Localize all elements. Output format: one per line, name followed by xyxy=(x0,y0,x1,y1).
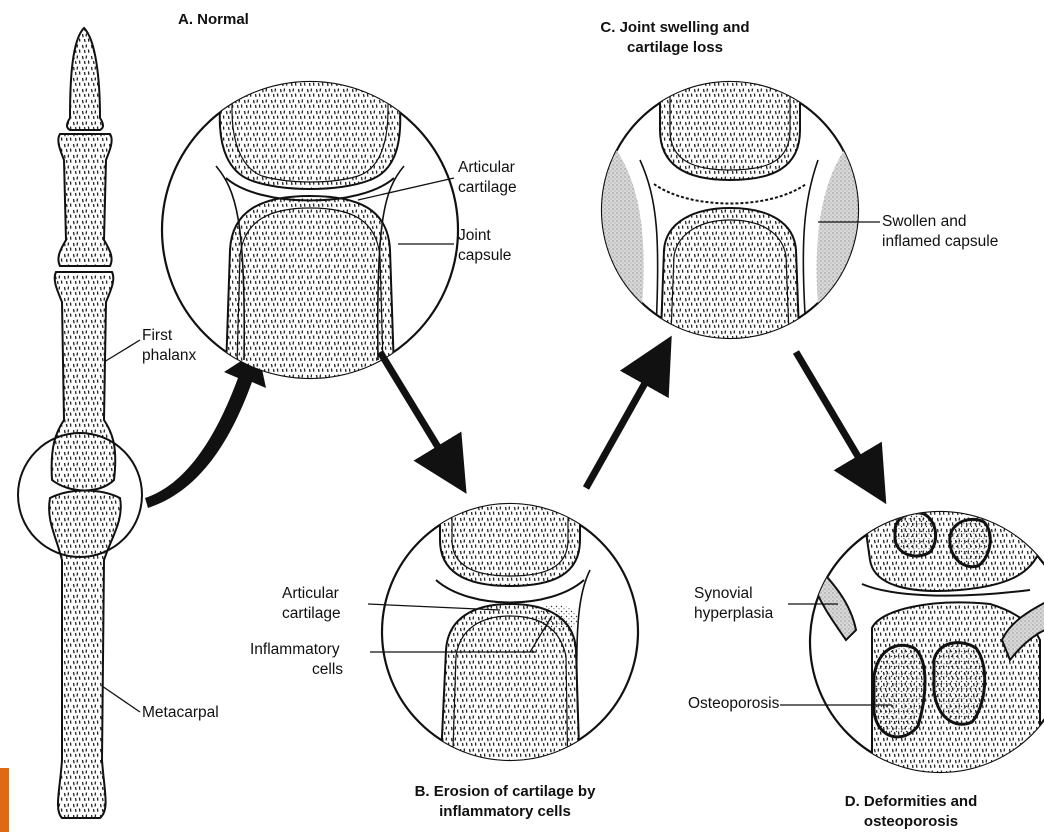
leader-metacarpal xyxy=(102,686,140,712)
label-b-cells-line-2: cells xyxy=(250,660,343,680)
panel-d-title: D. Deformities and osteoporosis xyxy=(796,792,1026,832)
label-a-capsule-line-2: capsule xyxy=(458,246,511,266)
first-phalanx-bone xyxy=(52,272,116,491)
label-b-articular-line-1: Articular xyxy=(282,584,341,604)
panel-d-title-line-2: osteoporosis xyxy=(796,812,1026,832)
finger-illustration xyxy=(49,28,121,818)
label-b-cells-line-1: Inflammatory xyxy=(250,640,343,660)
leader-first-phalanx xyxy=(104,340,140,362)
label-b-articular-line-2: cartilage xyxy=(282,604,341,624)
accent-bar xyxy=(0,768,9,832)
label-d-synovial-hyperplasia: Synovial hyperplasia xyxy=(694,584,773,624)
panel-b-title: B. Erosion of cartilage by inflammatory … xyxy=(370,782,640,822)
label-d-osteoporosis: Osteoporosis xyxy=(688,694,779,714)
panel-c-swelling xyxy=(600,60,880,360)
label-metacarpal: Metacarpal xyxy=(142,703,219,723)
panel-c-title: C. Joint swelling and cartilage loss xyxy=(560,18,790,58)
arrow-a-to-b xyxy=(380,352,452,470)
osteoporotic-cavity-upper-1 xyxy=(895,513,936,556)
metacarpal-bone xyxy=(49,491,121,819)
panel-d-deformity xyxy=(780,490,1044,790)
panel-a-normal-joint xyxy=(162,60,458,400)
zoom-arrow xyxy=(145,350,266,508)
label-d-synovial-line-1: Synovial xyxy=(694,584,773,604)
panel-d-title-line-1: D. Deformities and xyxy=(796,792,1026,812)
label-a-articular-line-2: cartilage xyxy=(458,178,517,198)
panel-b-title-line-2: inflammatory cells xyxy=(370,802,640,822)
osteoporotic-cavity-lower-1 xyxy=(874,645,925,737)
arrow-b-to-c xyxy=(586,360,658,488)
label-first-phalanx-line-2: phalanx xyxy=(142,346,196,366)
label-b-inflammatory-cells: Inflammatory cells xyxy=(250,640,343,680)
inflammatory-cell-cluster xyxy=(534,605,578,631)
distal-phalanx xyxy=(67,28,103,130)
label-first-phalanx-line-1: First xyxy=(142,326,196,346)
label-a-articular-line-1: Articular xyxy=(458,158,517,178)
osteoporotic-cavity-upper-2 xyxy=(950,519,990,566)
label-c-swollen-line-2: inflamed capsule xyxy=(882,232,998,252)
middle-phalanx xyxy=(58,134,111,266)
label-a-capsule-line-1: Joint xyxy=(458,226,511,246)
label-b-articular-cartilage: Articular cartilage xyxy=(282,584,341,624)
panel-c-title-line-1: C. Joint swelling and xyxy=(560,18,790,38)
arrow-c-to-d xyxy=(796,352,872,480)
panel-c-title-line-2: cartilage loss xyxy=(560,38,790,58)
label-a-joint-capsule: Joint capsule xyxy=(458,226,511,266)
label-a-articular-cartilage: Articular cartilage xyxy=(458,158,517,198)
label-first-phalanx: First phalanx xyxy=(142,326,196,366)
panel-b-title-line-1: B. Erosion of cartilage by xyxy=(370,782,640,802)
osteoporotic-cavity-lower-2 xyxy=(934,643,985,725)
panel-a-title: A. Normal xyxy=(178,10,249,30)
label-d-synovial-line-2: hyperplasia xyxy=(694,604,773,624)
label-c-swollen-capsule: Swollen and inflamed capsule xyxy=(882,212,998,252)
panel-b-erosion xyxy=(368,480,638,780)
label-c-swollen-line-1: Swollen and xyxy=(882,212,998,232)
